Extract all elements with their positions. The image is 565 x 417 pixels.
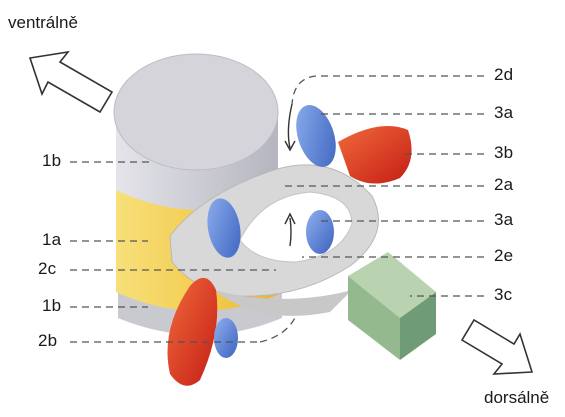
label-3a-lower: 3a <box>494 210 513 230</box>
label-3a-upper: 3a <box>494 103 513 123</box>
label-1b-lower: 1b <box>42 296 61 316</box>
inferior-articular-process-left <box>214 318 238 358</box>
direction-label-dorsal: dorsálně <box>484 388 549 408</box>
label-2c: 2c <box>38 259 56 279</box>
label-2d: 2d <box>494 65 513 85</box>
label-2e: 2e <box>494 246 513 266</box>
label-1a: 1a <box>42 230 61 250</box>
transverse-process-right <box>338 126 412 184</box>
label-3c: 3c <box>494 285 512 305</box>
label-3b: 3b <box>494 143 513 163</box>
dorsal-arrow-icon <box>462 320 532 374</box>
vertebral-body-top <box>114 54 278 170</box>
inferior-articular-process-right <box>306 210 334 254</box>
label-1b-upper: 1b <box>42 151 61 171</box>
label-2b: 2b <box>38 331 57 351</box>
label-2a: 2a <box>494 175 513 195</box>
ventral-arrow-icon <box>30 52 112 112</box>
superior-articular-process-right <box>289 100 343 172</box>
direction-label-ventral: ventrálně <box>8 13 78 33</box>
